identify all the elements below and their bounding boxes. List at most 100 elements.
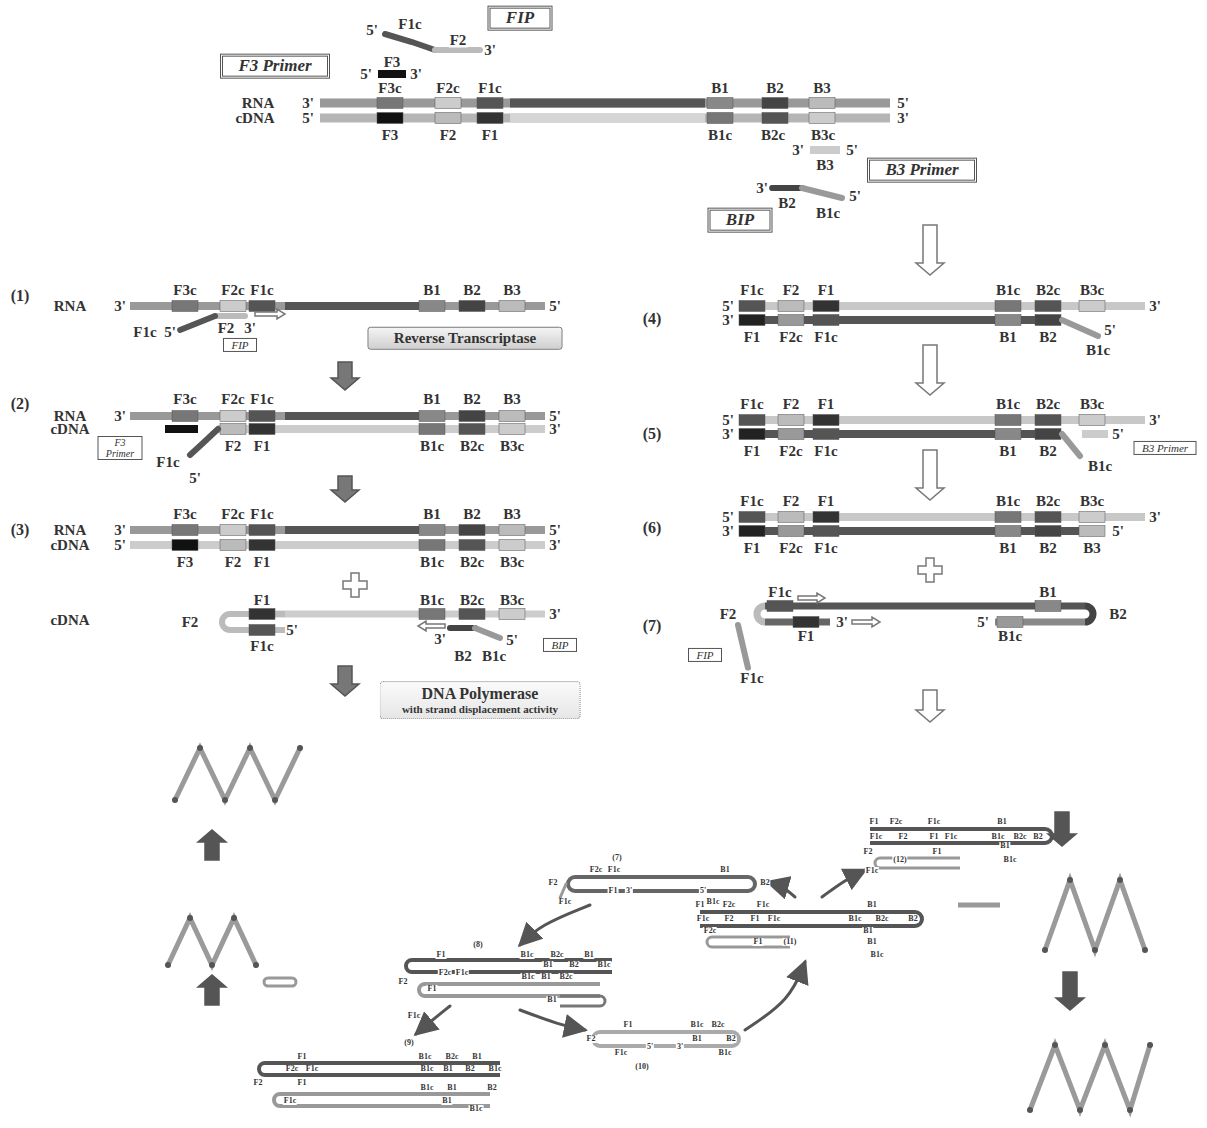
- loop-end: [1147, 1042, 1153, 1048]
- sequence-region: [499, 540, 525, 551]
- sequence-region: [477, 98, 503, 109]
- sequence-label: 3': [1148, 413, 1162, 428]
- strand-bar: [285, 526, 420, 534]
- sequence-label: B2: [1038, 444, 1058, 459]
- dumbbell-structure: [568, 877, 755, 891]
- amplicon-concatemer: [958, 903, 1000, 908]
- sequence-label: F2: [863, 848, 874, 856]
- sequence-label: F1c: [249, 639, 274, 654]
- loop-end: [197, 745, 203, 751]
- primer-bip: [475, 628, 500, 638]
- strand-loop: [274, 1094, 490, 1106]
- strand-loop: [700, 912, 922, 926]
- cycle-arrow: [768, 882, 795, 897]
- sequence-label: F2: [898, 833, 909, 841]
- sequence-region: [707, 113, 733, 124]
- sequence-label: 5': [721, 510, 735, 525]
- primer-tail: [1062, 320, 1098, 336]
- sequence-label: B1c: [597, 961, 612, 969]
- sequence-label: 5': [845, 143, 859, 158]
- sequence-label: (11): [783, 938, 798, 946]
- sequence-label: F1c: [477, 81, 502, 96]
- sequence-region: [1079, 415, 1105, 426]
- sequence-label: B1c: [469, 1105, 484, 1113]
- step-arrow: [198, 975, 226, 1005]
- sequence-label: F2: [449, 33, 468, 48]
- sequence-region: [762, 113, 788, 124]
- sequence-label: B1: [540, 973, 551, 981]
- sequence-label: F1c: [155, 455, 180, 470]
- sequence-region: [813, 526, 839, 537]
- sequence-label: F1: [623, 1021, 634, 1029]
- sequence-label: 5': [188, 471, 202, 486]
- primer-fip: [435, 47, 480, 53]
- sequence-label: 3': [721, 313, 735, 328]
- step-arrow: [1048, 812, 1076, 846]
- sequence-label: B3: [502, 283, 522, 298]
- sequence-label: F1: [932, 848, 943, 856]
- sequence-region: [739, 315, 765, 326]
- sequence-label: 5': [163, 325, 177, 340]
- sequence-label: B1c: [991, 833, 1006, 841]
- sequence-label: B1c: [997, 629, 1023, 644]
- loop-end: [1027, 1107, 1033, 1113]
- loop-end: [1092, 947, 1098, 953]
- box-subtitle: with strand displacement activity: [391, 703, 570, 715]
- sequence-region: [249, 525, 275, 536]
- sequence-region: [435, 98, 461, 109]
- sequence-label: B2: [464, 1065, 475, 1073]
- sequence-region: [377, 98, 403, 109]
- sequence-label: (7): [611, 854, 622, 862]
- sequence-label: F1: [743, 330, 762, 345]
- sequence-label: B1: [1038, 585, 1058, 600]
- sequence-label: 3': [113, 523, 127, 538]
- sequence-region: [739, 512, 765, 523]
- loop-end: [165, 962, 171, 968]
- sequence-label: B1: [441, 1097, 452, 1105]
- sequence-region: [778, 526, 804, 537]
- strand-loop: [1085, 606, 1093, 622]
- sequence-region: [739, 526, 765, 537]
- sequence-region: [1079, 526, 1105, 537]
- sequence-label: cDNA: [49, 613, 90, 628]
- sequence-label: 5': [301, 111, 315, 126]
- loop-end: [1052, 1042, 1058, 1048]
- sequence-label: F1c: [739, 494, 764, 509]
- sequence-label: B1c: [995, 494, 1021, 509]
- sequence-label: F1c: [813, 330, 838, 345]
- sequence-label: F2: [398, 978, 409, 986]
- sequence-label: (4): [642, 311, 663, 327]
- plus-sign: [918, 558, 942, 582]
- sequence-region: [1079, 512, 1105, 523]
- sequence-label: 5': [113, 538, 127, 553]
- sequence-region: [995, 415, 1021, 426]
- sequence-region: [419, 525, 445, 536]
- plus-sign: [343, 573, 367, 597]
- strand-bar: [378, 70, 406, 78]
- sequence-region: [739, 415, 765, 426]
- sequence-region: [249, 625, 275, 636]
- sequence-label: F1c: [283, 1097, 297, 1105]
- sequence-label: B1: [442, 1065, 453, 1073]
- sequence-label: B1c: [419, 555, 445, 570]
- sequence-label: F1: [750, 915, 761, 923]
- sequence-label: F1: [253, 555, 272, 570]
- sequence-label: F1c: [739, 671, 764, 686]
- primer-box: F3 Primer: [98, 436, 143, 460]
- extension-arrow: [852, 617, 880, 627]
- sequence-label: (2): [10, 396, 31, 412]
- strand-bar: [810, 146, 840, 154]
- sequence-label: B2: [777, 196, 797, 211]
- loop-end: [253, 962, 259, 968]
- sequence-label: (5): [642, 426, 663, 442]
- sequence-label: B2c: [459, 555, 485, 570]
- sequence-label: (3): [10, 522, 31, 538]
- box-title: F3 Primer: [106, 437, 134, 459]
- sequence-region: [172, 411, 198, 422]
- sequence-label: B3: [502, 507, 522, 522]
- sequence-label: F3c: [172, 392, 197, 407]
- loop-end: [1117, 877, 1123, 883]
- sequence-label: B1c: [870, 951, 885, 959]
- sequence-label: F1: [427, 985, 438, 993]
- cycle-arrow: [745, 962, 805, 1030]
